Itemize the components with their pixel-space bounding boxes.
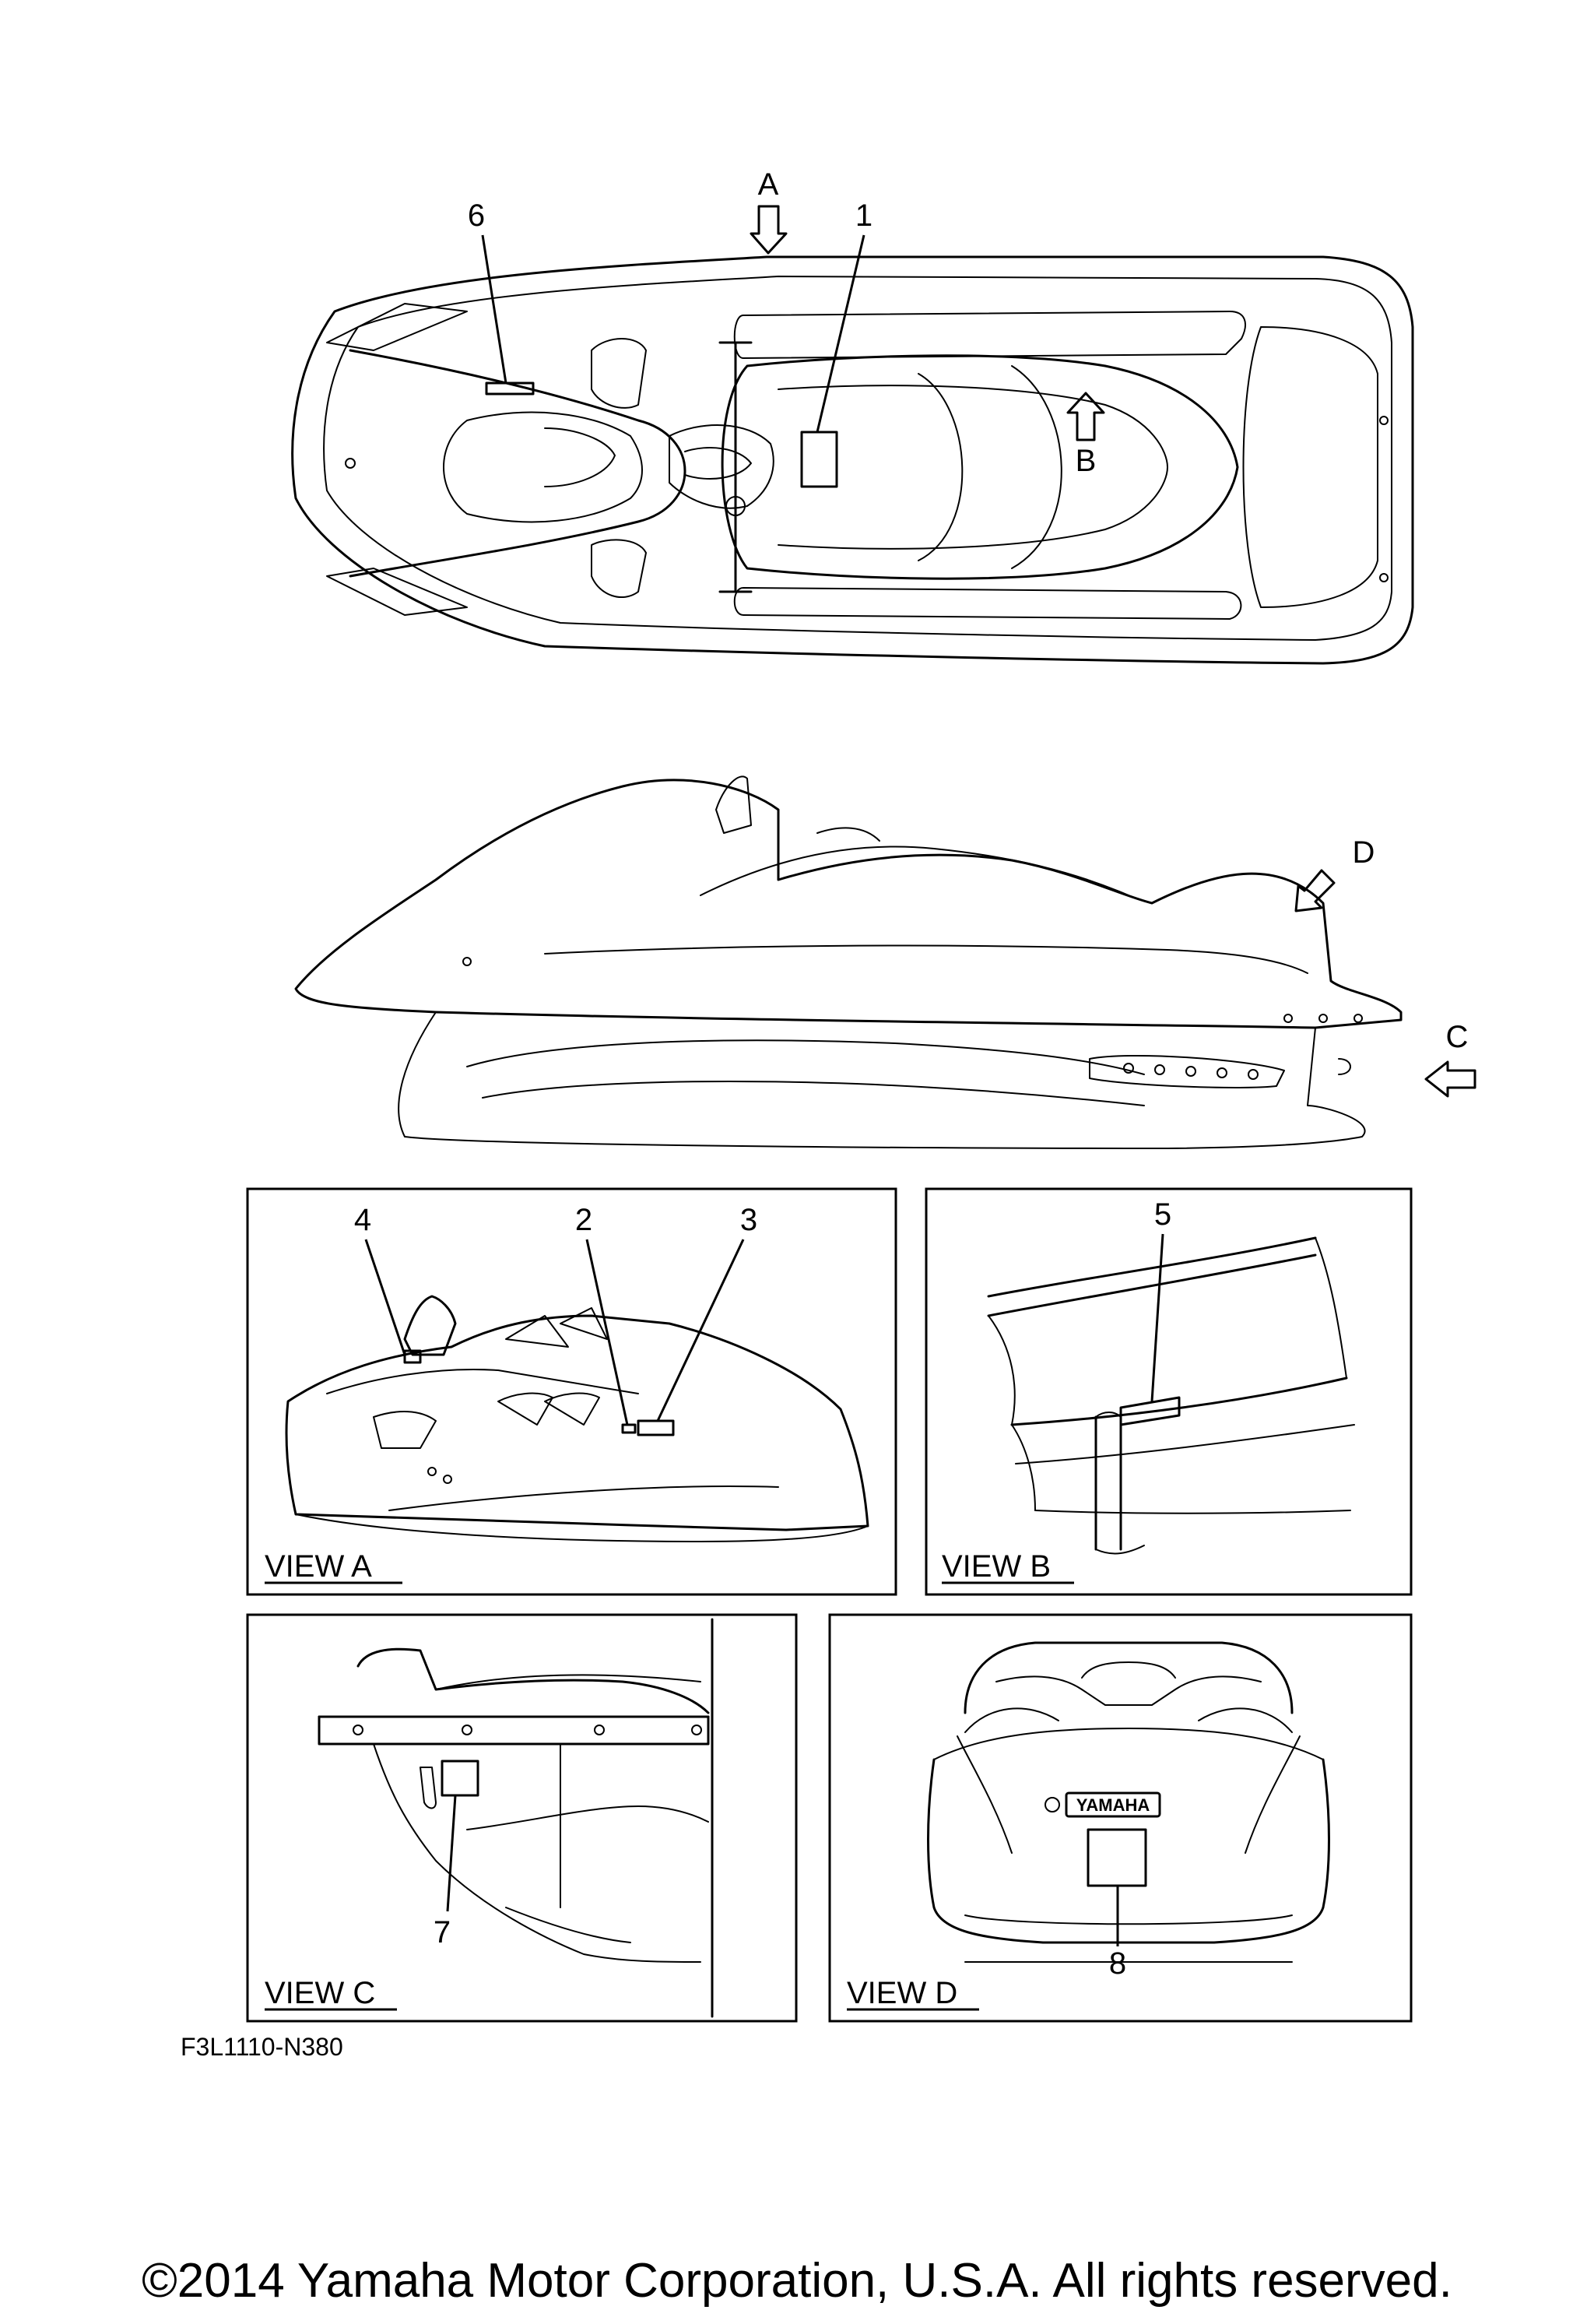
figure-code: F3L1110-N380 [181,2033,343,2061]
callout-4: 4 [354,1203,371,1237]
leader-line-7 [446,1795,457,1912]
view-a-panel [246,1187,897,1596]
callout-1: 1 [855,199,872,233]
view-arrow-d-label: D [1353,835,1375,870]
callout-7: 7 [434,1915,451,1950]
view-a-label: VIEW A [265,1549,372,1584]
view-c-panel [246,1613,798,2023]
callout-2: 2 [575,1203,592,1237]
leader-line-3 [656,1239,745,1422]
view-b-panel [925,1187,1413,1596]
view-arrow-b: B [1066,392,1105,478]
leader-line-2 [585,1239,629,1426]
callout-5: 5 [1154,1197,1171,1232]
callout-6: 6 [468,199,485,233]
view-arrow-a: A [750,167,788,255]
leader-line-5 [1150,1233,1164,1402]
view-b-label: VIEW B [942,1549,1051,1584]
yamaha-decal-text: YAMAHA [1076,1795,1150,1815]
view-c-label: VIEW C [265,1976,375,2010]
view-arrow-a-label: A [758,167,779,202]
top-view-watercraft [291,255,1414,665]
leader-line-1 [816,234,865,433]
copyright-notice: ©2014 Yamaha Motor Corporation, U.S.A. A… [142,2254,1452,2308]
view-arrow-b-label: B [1076,444,1097,478]
callout-8: 8 [1109,1946,1126,1981]
view-arrow-d: D [1294,835,1375,912]
view-d-panel: YAMAHA [828,1613,1413,2023]
leader-line-4 [364,1239,406,1355]
side-view-watercraft [294,775,1403,1149]
callout-3: 3 [740,1203,757,1237]
view-arrow-c: C [1424,1020,1476,1098]
leader-line-6 [481,234,507,384]
view-d-label: VIEW D [847,1976,957,2010]
view-arrow-c-label: C [1446,1020,1469,1054]
